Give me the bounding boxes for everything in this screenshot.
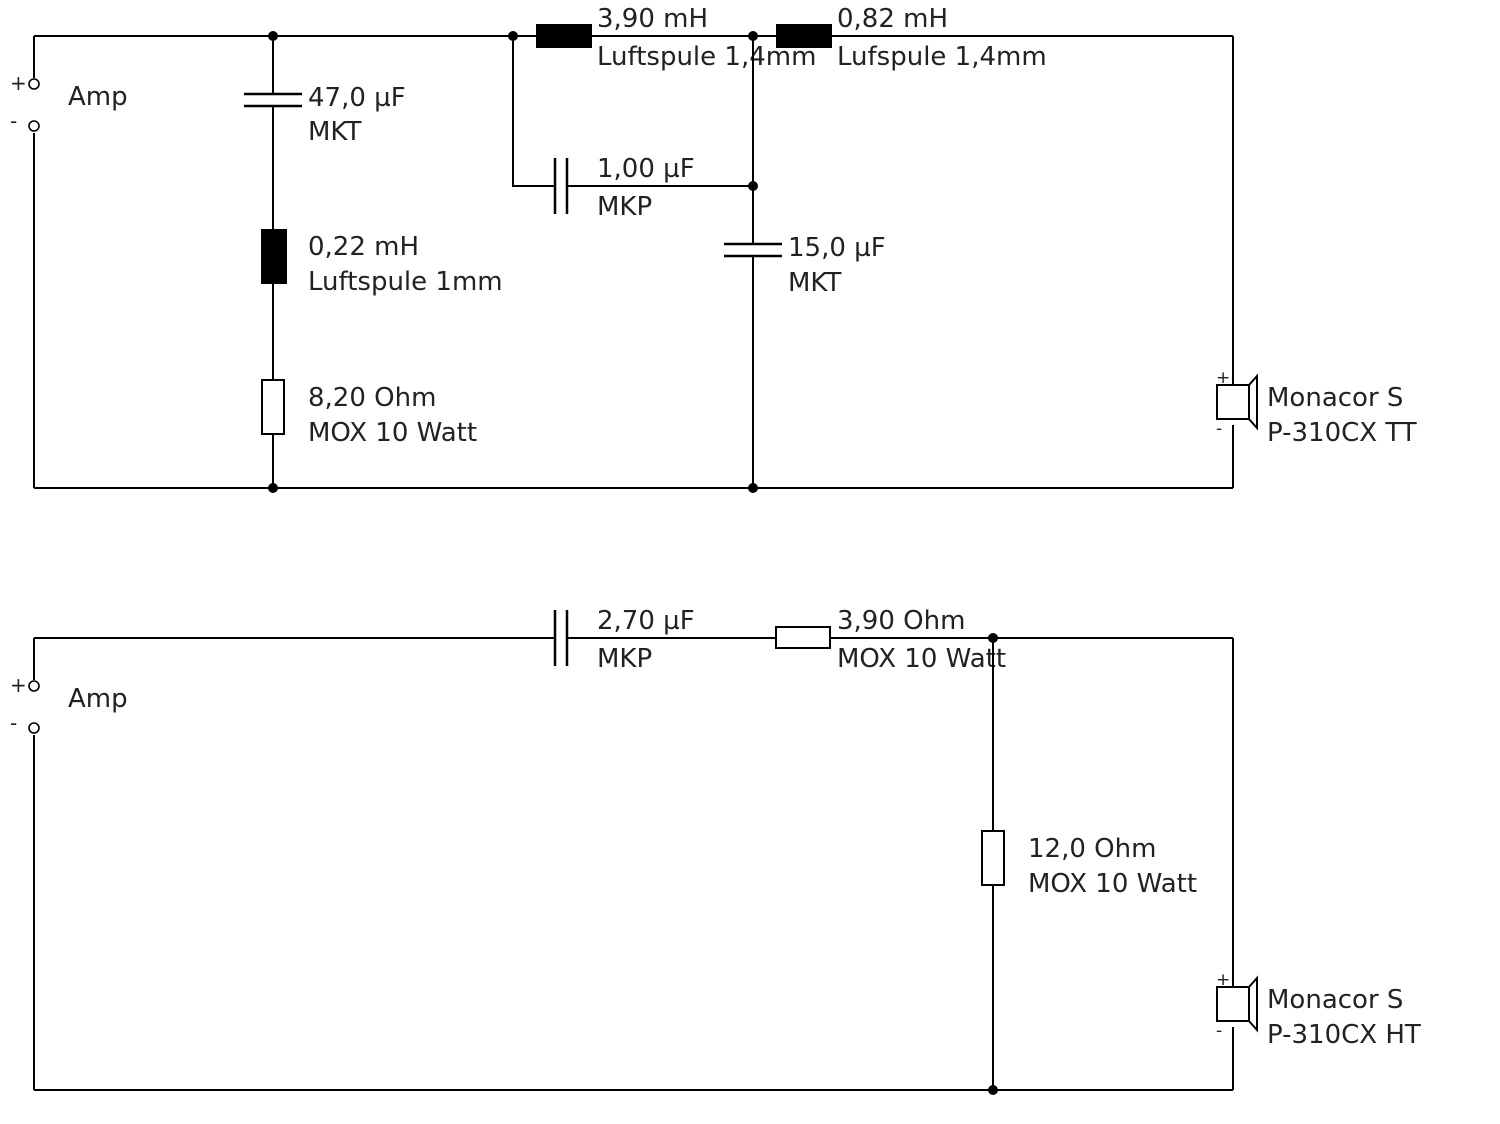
tweeter-plus-sign: + — [10, 673, 27, 697]
woofer-junction-dot — [268, 31, 278, 41]
capacitor-270uf-type: MKP — [597, 644, 652, 674]
capacitor-47uf-type: MKT — [308, 117, 361, 147]
tweeter-circuit: + - Amp 2,70 µF MKP 3,90 Ohm MOX 10 Watt… — [10, 606, 1421, 1095]
resistor-390ohm-symbol — [775, 626, 831, 649]
woofer-junction-dot — [748, 31, 758, 41]
bridge-capacitor-wire — [512, 36, 753, 187]
resistor-12ohm-type: MOX 10 Watt — [1028, 869, 1197, 899]
woofer-speaker-icon — [1216, 373, 1258, 431]
capacitor-15uf-value: 15,0 µF — [788, 233, 886, 263]
tweeter-speaker-model-line2: P-310CX HT — [1267, 1020, 1421, 1050]
woofer-plus-terminal — [28, 78, 40, 90]
capacitor-47uf-symbol — [244, 92, 302, 108]
capacitor-15uf-symbol — [724, 242, 782, 258]
woofer-speaker-model-line1: Monacor S — [1267, 383, 1403, 413]
resistor-390ohm-value: 3,90 Ohm — [837, 606, 965, 636]
woofer-minus-sign: - — [10, 109, 17, 133]
tweeter-amp-label: Amp — [68, 684, 128, 714]
woofer-minus-terminal — [28, 120, 40, 132]
inductor-022mh-type: Luftspule 1mm — [308, 267, 503, 297]
inductor-022mh-symbol — [261, 229, 287, 284]
woofer-plus-sign: + — [10, 71, 27, 95]
tweeter-speaker-minus: - — [1216, 1021, 1222, 1041]
tweeter-junction-dot — [988, 1085, 998, 1095]
resistor-12ohm-value: 12,0 Ohm — [1028, 834, 1156, 864]
capacitor-270uf-value: 2,70 µF — [597, 606, 695, 636]
inductor-082mh-value: 0,82 mH — [837, 4, 948, 34]
woofer-speaker-model-line2: P-310CX TT — [1267, 418, 1417, 448]
woofer-speaker-minus: - — [1216, 419, 1222, 439]
woofer-junction-dot — [268, 483, 278, 493]
tweeter-speaker-model-line1: Monacor S — [1267, 985, 1403, 1015]
capacitor-100uf-value: 1,00 µF — [597, 154, 695, 184]
inductor-390mh-value: 3,90 mH — [597, 4, 708, 34]
capacitor-100uf-symbol — [553, 158, 569, 214]
tweeter-speaker-icon — [1216, 975, 1258, 1033]
resistor-820ohm-value: 8,20 Ohm — [308, 383, 436, 413]
inductor-082mh-type: Lufspule 1,4mm — [837, 42, 1047, 72]
resistor-390ohm-type: MOX 10 Watt — [837, 644, 1006, 674]
inductor-390mh-symbol — [536, 24, 592, 48]
woofer-amp-label: Amp — [68, 82, 128, 112]
resistor-12ohm-symbol — [981, 830, 1005, 886]
tweeter-minus-terminal — [28, 722, 40, 734]
resistor-820ohm-symbol — [261, 379, 285, 435]
inductor-022mh-value: 0,22 mH — [308, 232, 419, 262]
tweeter-speaker-plus: + — [1216, 970, 1230, 990]
woofer-junction-dot — [508, 31, 518, 41]
tweeter-plus-terminal — [28, 680, 40, 692]
tweeter-minus-sign: - — [10, 711, 17, 735]
tweeter-junction-dot — [988, 633, 998, 643]
capacitor-270uf-symbol — [553, 610, 569, 666]
woofer-junction-dot — [748, 483, 758, 493]
resistor-820ohm-type: MOX 10 Watt — [308, 418, 477, 448]
woofer-speaker-plus: + — [1216, 368, 1230, 388]
capacitor-15uf-type: MKT — [788, 268, 841, 298]
inductor-082mh-symbol — [776, 24, 832, 48]
capacitor-47uf-value: 47,0 µF — [308, 83, 406, 113]
woofer-junction-dot — [748, 181, 758, 191]
woofer-circuit: + - Amp 47,0 µF MKT 0,22 mH Luftspule 1m… — [10, 4, 1417, 493]
capacitor-100uf-type: MKP — [597, 192, 652, 222]
